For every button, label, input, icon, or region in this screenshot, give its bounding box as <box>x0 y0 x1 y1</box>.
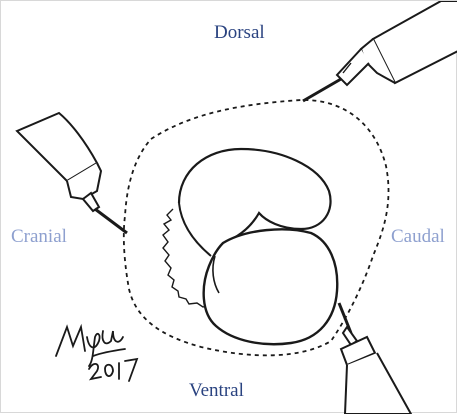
upper-structure-inner-line <box>179 203 211 256</box>
label-ventral: Ventral <box>189 381 244 400</box>
label-caudal: Caudal <box>391 227 445 246</box>
syringe-icon <box>339 303 411 414</box>
syringe-icon <box>17 113 127 233</box>
upper-structure-outline <box>179 149 331 243</box>
syringe-icon <box>303 1 457 101</box>
main-round-structure <box>204 229 338 344</box>
artist-signature <box>56 327 137 381</box>
label-dorsal: Dorsal <box>214 23 265 42</box>
label-cranial: Cranial <box>11 227 67 246</box>
